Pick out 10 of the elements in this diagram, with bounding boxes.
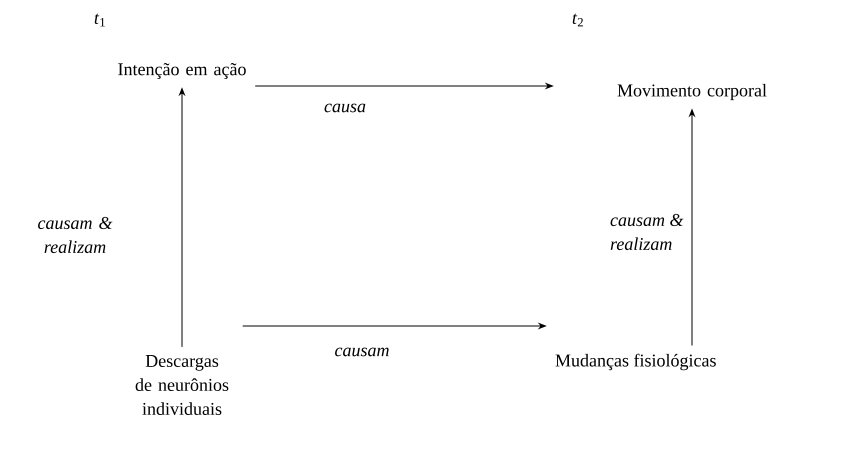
node-text: Intenção em ação <box>118 63 246 79</box>
edge-label: causam & realizam <box>38 216 112 254</box>
node-text: Descargas de neurônios individuais <box>136 355 228 415</box>
edge-label: causa <box>324 104 366 112</box>
time-label: t$_{1}$ <box>94 14 105 26</box>
edge-label: causam <box>335 348 389 356</box>
node-text: Mudanças fisiológicas <box>556 354 716 370</box>
edge-label: causam & realizam <box>610 214 684 250</box>
node-text: Movimento corporal <box>618 84 767 100</box>
time-label: t$_{2}$ <box>572 14 583 26</box>
